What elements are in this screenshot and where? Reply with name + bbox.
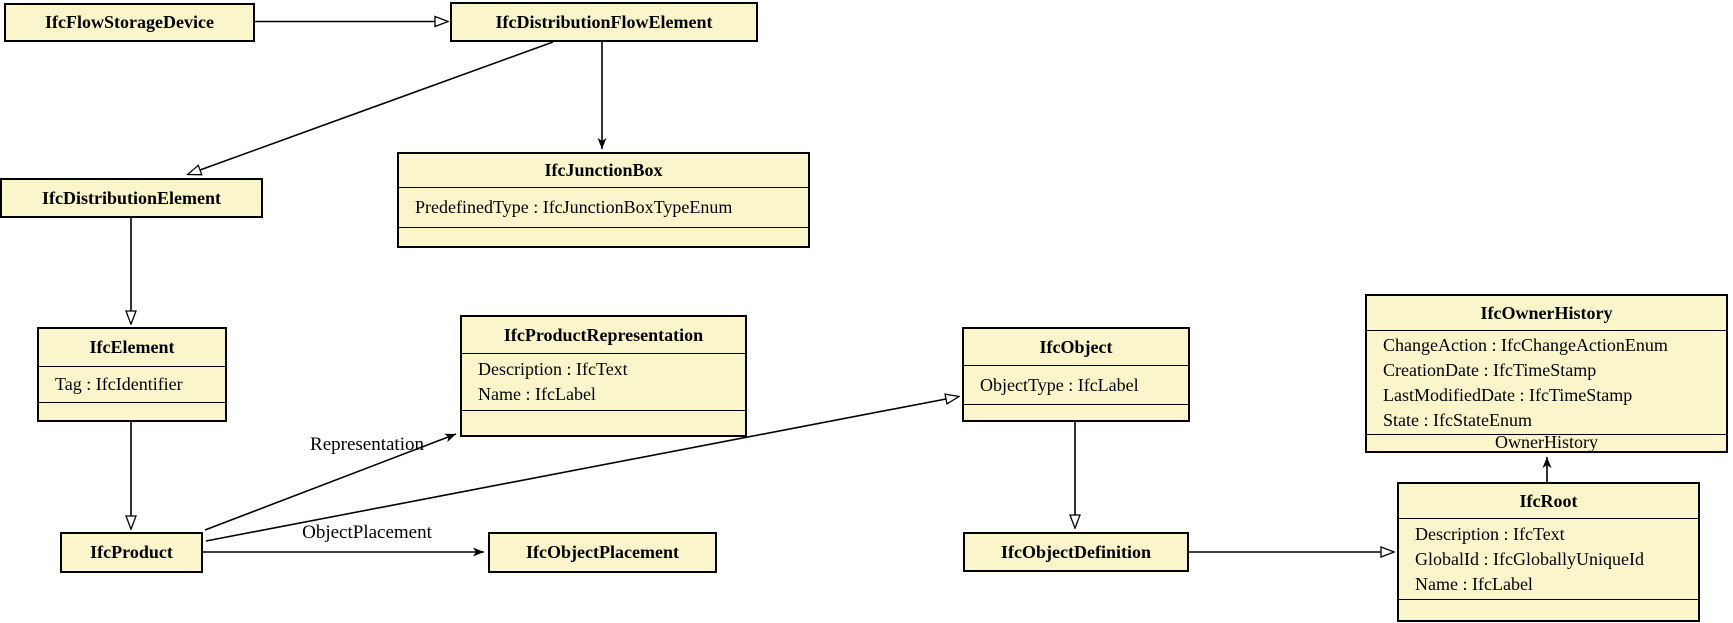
class-attribute: GlobalId : IfcGloballyUniqueId	[1415, 548, 1644, 569]
class-attributes: ChangeAction : IfcChangeActionEnum Creat…	[1367, 330, 1726, 434]
class-title: IfcRoot	[1519, 490, 1578, 511]
class-title: IfcObjectPlacement	[526, 542, 679, 562]
class-box-ifcobjectplacement[interactable]: IfcObjectPlacement	[488, 532, 717, 573]
class-attribute: ObjectType : IfcLabel	[980, 374, 1139, 395]
class-title: IfcProductRepresentation	[503, 324, 704, 345]
edge-product-to-productrepresentation	[204, 433, 457, 531]
class-attributes: PredefinedType : IfcJunctionBoxTypeEnum	[399, 187, 808, 227]
class-box-ifcownerhistory[interactable]: IfcOwnerHistory ChangeAction : IfcChange…	[1365, 294, 1728, 453]
class-attribute: CreationDate : IfcTimeStamp	[1383, 359, 1597, 380]
class-attributes: ObjectType : IfcLabel	[964, 365, 1188, 404]
class-title: IfcJunctionBox	[544, 160, 663, 180]
class-title: IfcProduct	[90, 542, 173, 562]
class-footer-compartment: OwnerHistory	[1367, 433, 1726, 451]
class-footer-compartment	[39, 402, 225, 420]
class-box-ifcobject[interactable]: IfcObject ObjectType : IfcLabel	[962, 327, 1190, 422]
class-footer-compartment	[399, 227, 808, 246]
class-box-ifcroot[interactable]: IfcRoot Description : IfcText GlobalId :…	[1397, 482, 1700, 622]
class-title: IfcElement	[89, 337, 175, 357]
class-attribute: Description : IfcText	[478, 359, 628, 379]
class-title: IfcObjectDefinition	[1001, 541, 1151, 562]
class-title: IfcObject	[1039, 336, 1113, 357]
class-attribute: LastModifiedDate : IfcTimeStamp	[1383, 384, 1633, 405]
class-attribute: Tag : IfcIdentifier	[55, 374, 183, 394]
class-title: IfcDistributionFlowElement	[495, 11, 713, 32]
edge-label-representation: Representation	[310, 434, 424, 455]
class-box-ifcelement[interactable]: IfcElement Tag : IfcIdentifier	[37, 327, 227, 422]
class-attribute: Description : IfcText	[1415, 523, 1565, 544]
edge-product-to-object	[205, 399, 946, 542]
class-footer-compartment	[462, 410, 745, 435]
class-footer-compartment	[964, 404, 1188, 420]
class-box-ifcdistributionelement[interactable]: IfcDistributionElement	[0, 178, 263, 218]
class-title: IfcOwnerHistory	[1480, 302, 1613, 323]
class-attributes: Description : IfcText Name : IfcLabel	[462, 353, 745, 410]
class-footer-compartment	[1399, 599, 1698, 620]
class-box-ifcflowstoragedevice[interactable]: IfcFlowStorageDevice	[4, 3, 255, 42]
class-title: IfcFlowStorageDevice	[45, 12, 214, 32]
class-box-ifcdistributionflowelement[interactable]: IfcDistributionFlowElement	[450, 2, 758, 42]
class-box-ifcobjectdefinition[interactable]: IfcObjectDefinition	[963, 532, 1189, 572]
class-attribute: State : IfcStateEnum	[1383, 409, 1532, 430]
class-attribute: PredefinedType : IfcJunctionBoxTypeEnum	[415, 197, 733, 217]
class-attribute: Name : IfcLabel	[1415, 573, 1533, 594]
class-attribute: ChangeAction : IfcChangeActionEnum	[1383, 334, 1668, 355]
edge-label-objectplacement: ObjectPlacement	[302, 522, 432, 543]
class-attributes: Description : IfcText GlobalId : IfcGlob…	[1399, 518, 1698, 599]
class-box-ifcproduct[interactable]: IfcProduct	[60, 532, 203, 573]
class-box-ifcproductrepresentation[interactable]: IfcProductRepresentation Description : I…	[460, 315, 747, 437]
class-box-ifcjunctionbox[interactable]: IfcJunctionBox PredefinedType : IfcJunct…	[397, 152, 810, 248]
class-attribute: Name : IfcLabel	[478, 384, 596, 404]
class-title: IfcDistributionElement	[42, 187, 221, 208]
class-attributes: Tag : IfcIdentifier	[39, 366, 225, 402]
edge-distributionflowelement-to-distributionelement	[200, 41, 554, 170]
